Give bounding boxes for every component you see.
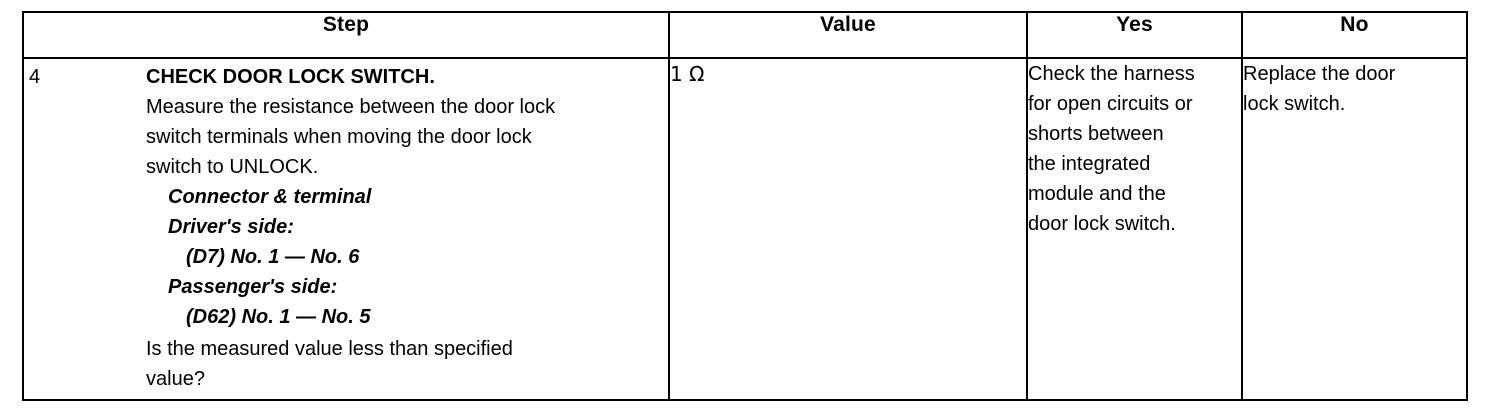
driver-side-terminals: (D7) No. 1 — No. 6	[186, 246, 360, 268]
step-instruction-line-1: Measure the resistance between the door …	[146, 96, 556, 118]
table-header-row: Step Value Yes No	[22, 11, 1468, 59]
column-header-yes: Yes	[1026, 11, 1243, 59]
step-content: CHECK DOOR LOCK SWITCH. Measure the resi…	[24, 59, 668, 394]
driver-side-label: Driver's side:	[168, 216, 294, 238]
value-cell: 1 Ω	[668, 57, 1028, 401]
yes-line-2: for open circuits or	[1028, 93, 1193, 115]
step-cell: 4 CHECK DOOR LOCK SWITCH. Measure the re…	[22, 57, 670, 401]
column-header-step: Step	[22, 11, 670, 59]
yes-line-1: Check the harness	[1028, 63, 1195, 85]
step-instruction-line-2: switch terminals when moving the door lo…	[146, 126, 532, 148]
passenger-side-label: Passenger's side:	[168, 276, 338, 298]
diagnostic-table: Step Value Yes No 4 CHECK DOOR LOCK SWIT…	[22, 11, 1468, 401]
yes-line-5: module and the	[1028, 183, 1166, 205]
step-title: CHECK DOOR LOCK SWITCH.	[146, 66, 435, 88]
value-text: 1 Ω	[670, 62, 705, 86]
yes-line-6: door lock switch.	[1028, 213, 1176, 235]
step-question-line-2: value?	[146, 368, 205, 390]
passenger-side-terminals: (D62) No. 1 — No. 5	[186, 306, 371, 328]
yes-line-4: the integrated	[1028, 153, 1151, 175]
column-header-value: Value	[668, 11, 1028, 59]
no-line-1: Replace the door	[1243, 63, 1396, 85]
step-question-line-1: Is the measured value less than specifie…	[146, 338, 513, 360]
yes-line-3: shorts between	[1028, 123, 1164, 145]
connector-heading: Connector & terminal	[168, 186, 372, 208]
yes-cell: Check the harness for open circuits or s…	[1026, 57, 1243, 401]
table-row: 4 CHECK DOOR LOCK SWITCH. Measure the re…	[22, 57, 1468, 401]
column-header-no: No	[1241, 11, 1468, 59]
step-instruction-line-3: switch to UNLOCK.	[146, 156, 319, 178]
no-cell: Replace the door lock switch.	[1241, 57, 1468, 401]
step-number: 4	[29, 66, 41, 88]
no-line-2: lock switch.	[1243, 93, 1346, 115]
